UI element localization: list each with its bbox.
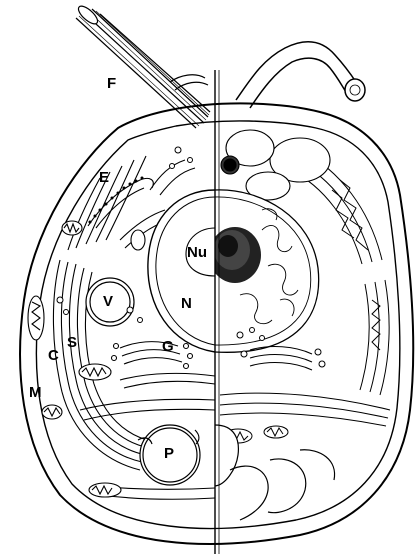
label-mitochondrion: M xyxy=(29,385,42,400)
label-golgi: G xyxy=(162,339,174,354)
label-er: E xyxy=(99,170,109,185)
pyrenoid-3d xyxy=(215,425,335,520)
label-pyrenoid: P xyxy=(164,446,174,461)
mitochondria xyxy=(28,221,145,497)
label-flagellum: F xyxy=(107,76,116,91)
label-nucleolus: Nu xyxy=(187,245,207,260)
label-starch: S xyxy=(67,335,77,350)
flagellum xyxy=(76,3,210,128)
nucleolus-3d xyxy=(209,227,261,283)
flagellum-tube xyxy=(236,42,365,108)
label-vacuole: V xyxy=(103,294,113,309)
starch-granules xyxy=(221,130,330,200)
label-nucleus: N xyxy=(181,296,192,311)
label-cytoplasm: C xyxy=(48,348,59,363)
golgi xyxy=(112,342,193,369)
